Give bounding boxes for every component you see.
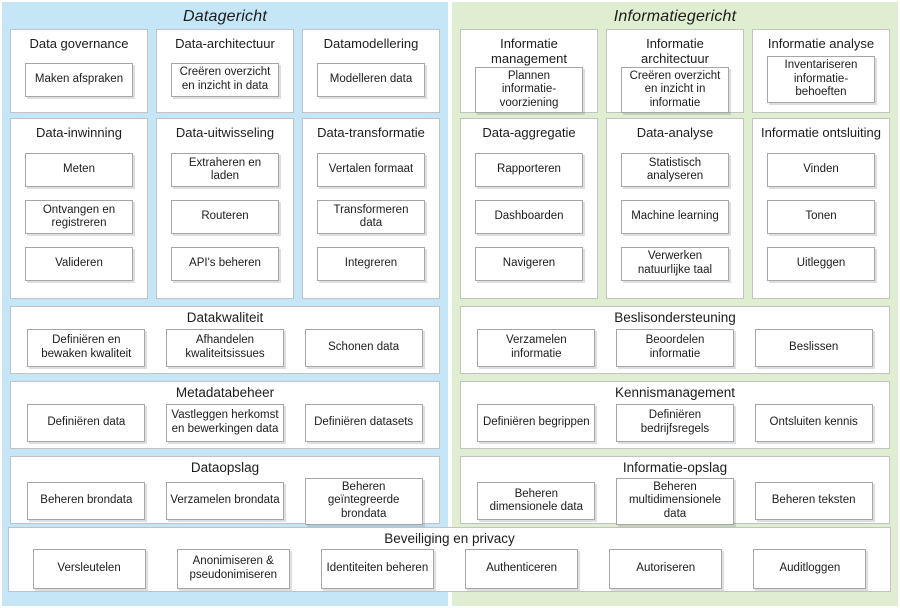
band-title: Beslisondersteuning: [614, 310, 736, 325]
panel-informatiegericht: Informatiegericht Informatie management …: [452, 2, 898, 606]
band-informatie-opslag: Informatie-opslag Beheren dimensionele d…: [460, 456, 890, 525]
capability-definieren-datasets: Definiëren datasets: [304, 403, 423, 442]
capability-navigeren: Navigeren: [475, 247, 583, 282]
capability-creeren-overzicht-data: Creëren overzicht en inzicht in data: [171, 62, 279, 97]
group-data-analyse: Data-analyse Statistisch analyseren Mach…: [606, 118, 744, 299]
group-informatie-analyse: Informatie analyse Inventariseren inform…: [752, 29, 890, 113]
group-title: Informatie analyse: [767, 36, 875, 51]
capability-autoriseren: Autoriseren: [609, 548, 723, 589]
group-title: Data-uitwisseling: [175, 125, 275, 140]
band-kennismanagement: Kennismanagement Definiëren begrippen De…: [460, 381, 890, 449]
band-title: Metadatabeheer: [175, 385, 275, 400]
capability-verwerken-natuurlijke-taal: Verwerken natuurlijke taal: [621, 247, 729, 282]
data-row1: Data governance Maken afspraken Data-arc…: [10, 29, 440, 113]
band-beveiliging-en-privacy: Beveiliging en privacy Versleutelen Anon…: [8, 527, 891, 592]
group-data-aggregatie: Data-aggregatie Rapporteren Dashboarden …: [460, 118, 598, 299]
group-data-uitwisseling: Data-uitwisseling Extraheren en laden Ro…: [156, 118, 294, 299]
group-informatie-ontsluiting: Informatie ontsluiting Vinden Tonen Uitl…: [752, 118, 890, 299]
capability-verzamelen-informatie: Verzamelen informatie: [477, 328, 596, 367]
group-informatie-management: Informatie management Plannen informatie…: [460, 29, 598, 114]
band-metadatabeheer: Metadatabeheer Definiëren data Vastlegge…: [10, 381, 440, 449]
band-title: Datakwaliteit: [186, 310, 264, 325]
band-dataopslag: Dataopslag Beheren brondata Verzamelen b…: [10, 456, 440, 525]
capability-anonimiseren-pseudonimiseren: Anonimiseren & pseudonimiseren: [176, 548, 290, 589]
group-informatie-architectuur: Informatie architectuur Creëren overzich…: [606, 29, 744, 114]
group-title: Data-aggregatie: [482, 125, 576, 140]
capability-beheren-teksten: Beheren teksten: [754, 482, 873, 521]
capability-schonen-data: Schonen data: [304, 328, 423, 367]
capability-ontsluiten-kennis: Ontsluiten kennis: [754, 403, 873, 442]
capability-machine-learning: Machine learning: [621, 200, 729, 235]
group-title: Informatie management: [491, 36, 567, 67]
capability-inventariseren-informatiebehoeften: Inventariseren informatie-behoeften: [767, 56, 875, 103]
capability-beheren-geintegreerde-brondata: Beheren geïntegreerde brondata: [304, 477, 423, 525]
capability-ontvangen-en-registreren: Ontvangen en registreren: [25, 200, 133, 235]
capability-definieren-begrippen: Definiëren begrippen: [477, 403, 596, 442]
band-title: Kennismanagement: [614, 385, 736, 400]
data-row2: Data-inwinning Meten Ontvangen en regist…: [10, 118, 440, 299]
capability-creeren-overzicht-informatie: Creëren overzicht en inzicht in informat…: [621, 66, 729, 114]
capability-beslissen: Beslissen: [754, 328, 873, 367]
group-datamodellering: Datamodellering Modelleren data: [302, 29, 440, 113]
group-title: Data-analyse: [636, 125, 714, 140]
capability-definieren-bedrijfsregels: Definiëren bedrijfsregels: [615, 403, 734, 442]
band-beslisondersteuning: Beslisondersteuning Verzamelen informati…: [460, 306, 890, 374]
capability-transformeren-data: Transformeren data: [317, 200, 425, 235]
group-data-inwinning: Data-inwinning Meten Ontvangen en regist…: [10, 118, 148, 299]
group-title: Data-inwinning: [36, 125, 122, 140]
panel-datagericht: Datagericht Data governance Maken afspra…: [2, 2, 448, 606]
group-title: Data governance: [29, 36, 129, 51]
group-title: Informatie ontsluiting: [761, 125, 881, 140]
group-title: Data-transformatie: [317, 125, 425, 140]
capability-afhandelen-kwaliteitsissues: Afhandelen kwaliteitsissues: [165, 328, 284, 367]
group-title: Datamodellering: [323, 36, 419, 51]
band-title: Beveiliging en privacy: [384, 531, 515, 546]
info-row1: Informatie management Plannen informatie…: [460, 29, 890, 114]
capability-modelleren-data: Modelleren data: [317, 62, 425, 97]
band-title: Informatie-opslag: [622, 460, 728, 475]
group-data-transformatie: Data-transformatie Vertalen formaat Tran…: [302, 118, 440, 299]
capability-vastleggen-herkomst: Vastleggen herkomst en bewerkingen data: [165, 403, 284, 442]
capability-maken-afspraken: Maken afspraken: [25, 62, 133, 97]
capability-vinden: Vinden: [767, 153, 875, 188]
panel-title-datagericht: Datagericht: [182, 8, 268, 25]
capability-routeren: Routeren: [171, 200, 279, 235]
info-row2: Data-aggregatie Rapporteren Dashboarden …: [460, 118, 890, 299]
capability-statistisch-analyseren: Statistisch analyseren: [621, 153, 729, 188]
capability-auditloggen: Auditloggen: [753, 548, 867, 589]
capability-valideren: Valideren: [25, 247, 133, 282]
capability-vertalen-formaat: Vertalen formaat: [317, 153, 425, 188]
capability-integreren: Integreren: [317, 247, 425, 282]
capability-definieren-en-bewaken-kwaliteit: Definiëren en bewaken kwaliteit: [27, 328, 146, 367]
capability-apis-beheren: API's beheren: [171, 247, 279, 282]
capability-verzamelen-brondata: Verzamelen brondata: [165, 482, 284, 521]
capability-beheren-multidimensionele-data: Beheren multidimensionele data: [615, 477, 734, 525]
capability-meten: Meten: [25, 153, 133, 188]
capability-definieren-data: Definiëren data: [27, 403, 146, 442]
capability-authenticeren: Authenticeren: [465, 548, 579, 589]
capability-uitleggen: Uitleggen: [767, 247, 875, 282]
capability-versleutelen: Versleutelen: [32, 548, 146, 589]
capability-plannen-informatievoorziening: Plannen informatie-voorziening: [475, 66, 583, 114]
panel-title-informatiegericht: Informatiegericht: [613, 8, 737, 25]
group-data-architectuur: Data-architectuur Creëren overzicht en i…: [156, 29, 294, 113]
capability-beheren-dimensionele-data: Beheren dimensionele data: [477, 482, 596, 521]
capability-beoordelen-informatie: Beoordelen informatie: [615, 328, 734, 367]
capability-rapporteren: Rapporteren: [475, 153, 583, 188]
group-data-governance: Data governance Maken afspraken: [10, 29, 148, 113]
group-title: Data-architectuur: [175, 36, 275, 51]
group-title: Informatie architectuur: [641, 36, 709, 67]
capability-tonen: Tonen: [767, 200, 875, 235]
capability-dashboarden: Dashboarden: [475, 200, 583, 235]
capability-beheren-brondata: Beheren brondata: [27, 482, 146, 521]
capability-identiteiten-beheren: Identiteiten beheren: [320, 548, 434, 589]
capability-extraheren-en-laden: Extraheren en laden: [171, 153, 279, 188]
band-title: Dataopslag: [190, 460, 260, 475]
band-datakwaliteit: Datakwaliteit Definiëren en bewaken kwal…: [10, 306, 440, 374]
